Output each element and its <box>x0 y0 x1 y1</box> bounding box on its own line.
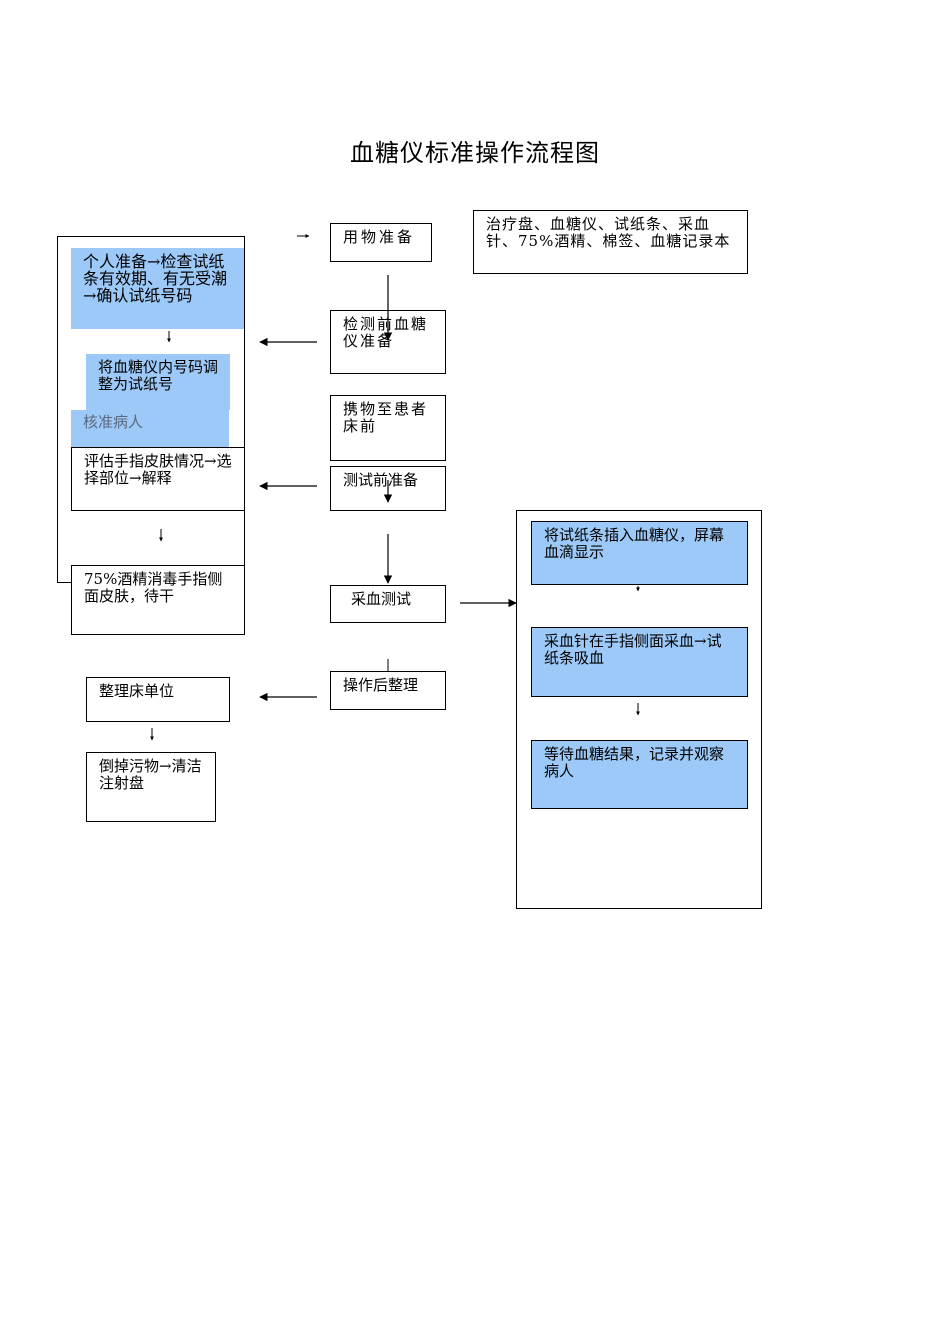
step-to-bedside: 携物至患者床前 <box>330 395 446 461</box>
step-hidden-text: 核准病人 <box>71 410 229 448</box>
step-collect-blood: 采血测试 <box>330 585 446 623</box>
step-evaluate: 评估手指皮肤情况→选择部位→解释 <box>71 447 245 511</box>
page-title: 血糖仪标准操作流程图 <box>350 139 600 167</box>
step-prick: 采血针在手指侧面采血→试纸条吸血 <box>531 627 748 697</box>
step-insert-strip: 将试纸条插入血糖仪，屏幕血滴显示 <box>531 521 748 585</box>
step-prepare-items: 用物准备 <box>330 223 432 262</box>
step-wait-result: 等待血糖结果，记录并观察病人 <box>531 740 748 809</box>
right-group-frame <box>516 510 762 909</box>
step-dispose: 倒掉污物→清洁注射盘 <box>86 752 216 822</box>
step-adjust-code: 将血糖仪内号码调整为试纸号 <box>86 354 230 410</box>
step-after-op: 操作后整理 <box>330 671 446 710</box>
items-list-box: 治疗盘、血糖仪、试纸条、采血针、75%酒精、棉签、血糖记录本 <box>473 210 748 274</box>
step-disinfect: 75%酒精消毒手指侧面皮肤，待干 <box>71 565 245 635</box>
step-personal-prep: 个人准备→检查试纸条有效期、有无受潮→确认试纸号码 <box>71 248 244 329</box>
step-tidy-bed: 整理床单位 <box>86 677 230 722</box>
